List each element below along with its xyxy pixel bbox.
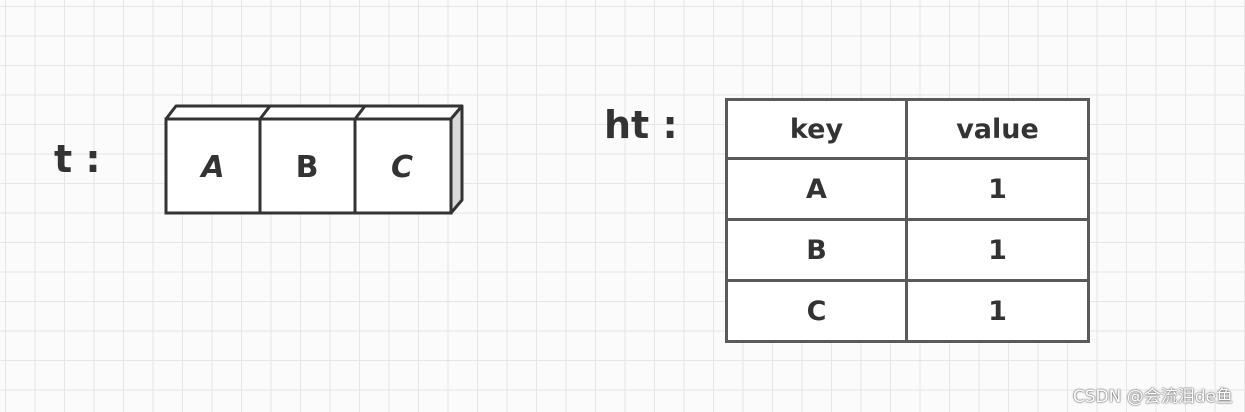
array-label: t : [54,137,101,181]
table-cell-key: B [725,218,908,282]
array-cell-letter: B [296,150,319,185]
array-top-divider [353,105,367,120]
array-cell-letter: A [199,150,224,185]
array-cell-letter: C [391,150,413,185]
table-cell-key: C [725,279,908,343]
table-cell-value: 1 [905,157,1090,221]
hash-table-label: ht : [604,103,678,147]
table-cell-key: A [725,157,908,221]
hash-table: key value A 1 B 1 C 1 [725,98,1090,343]
array-side-face [449,104,464,215]
array-diagram: A B C [164,104,464,215]
table-header-row: key value [725,98,1090,160]
watermark: CSDN @会流泪de鱼 [1072,387,1233,407]
table-row: C 1 [725,279,1090,343]
table-row: B 1 [725,218,1090,282]
array-cell [353,117,453,215]
array-top-face [164,104,464,121]
table-cell-value: 1 [905,218,1090,282]
table-cell-value: 1 [905,279,1090,343]
column-header-key: key [725,98,908,160]
column-header-value: value [905,98,1090,160]
array-top-divider [258,105,272,120]
table-row: A 1 [725,157,1090,221]
